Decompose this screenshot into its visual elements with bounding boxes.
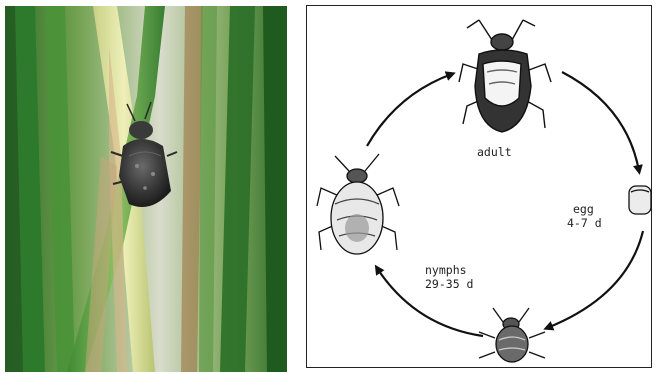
nymphs-duration: 29-35 d [425,277,473,291]
photo-illustration [5,6,287,372]
life-cycle-drawing [307,6,653,369]
arrow-adult-to-egg [562,72,639,171]
late-nymph-icon [317,154,399,254]
adult-bug-icon [459,20,551,132]
nymphs-label: nymphs [425,263,467,277]
egg-label: egg [573,202,594,216]
egg-icon [629,186,651,214]
bug-photo [5,6,287,372]
life-cycle-diagram: adult egg 4-7 d nymphs 29-35 d [306,5,652,368]
egg-duration: 4-7 d [567,216,602,230]
young-nymph-icon [479,308,545,362]
arrow-late-nymph-to-adult [367,74,452,146]
adult-label: adult [477,145,512,159]
arrow-egg-to-nymph [547,231,643,328]
